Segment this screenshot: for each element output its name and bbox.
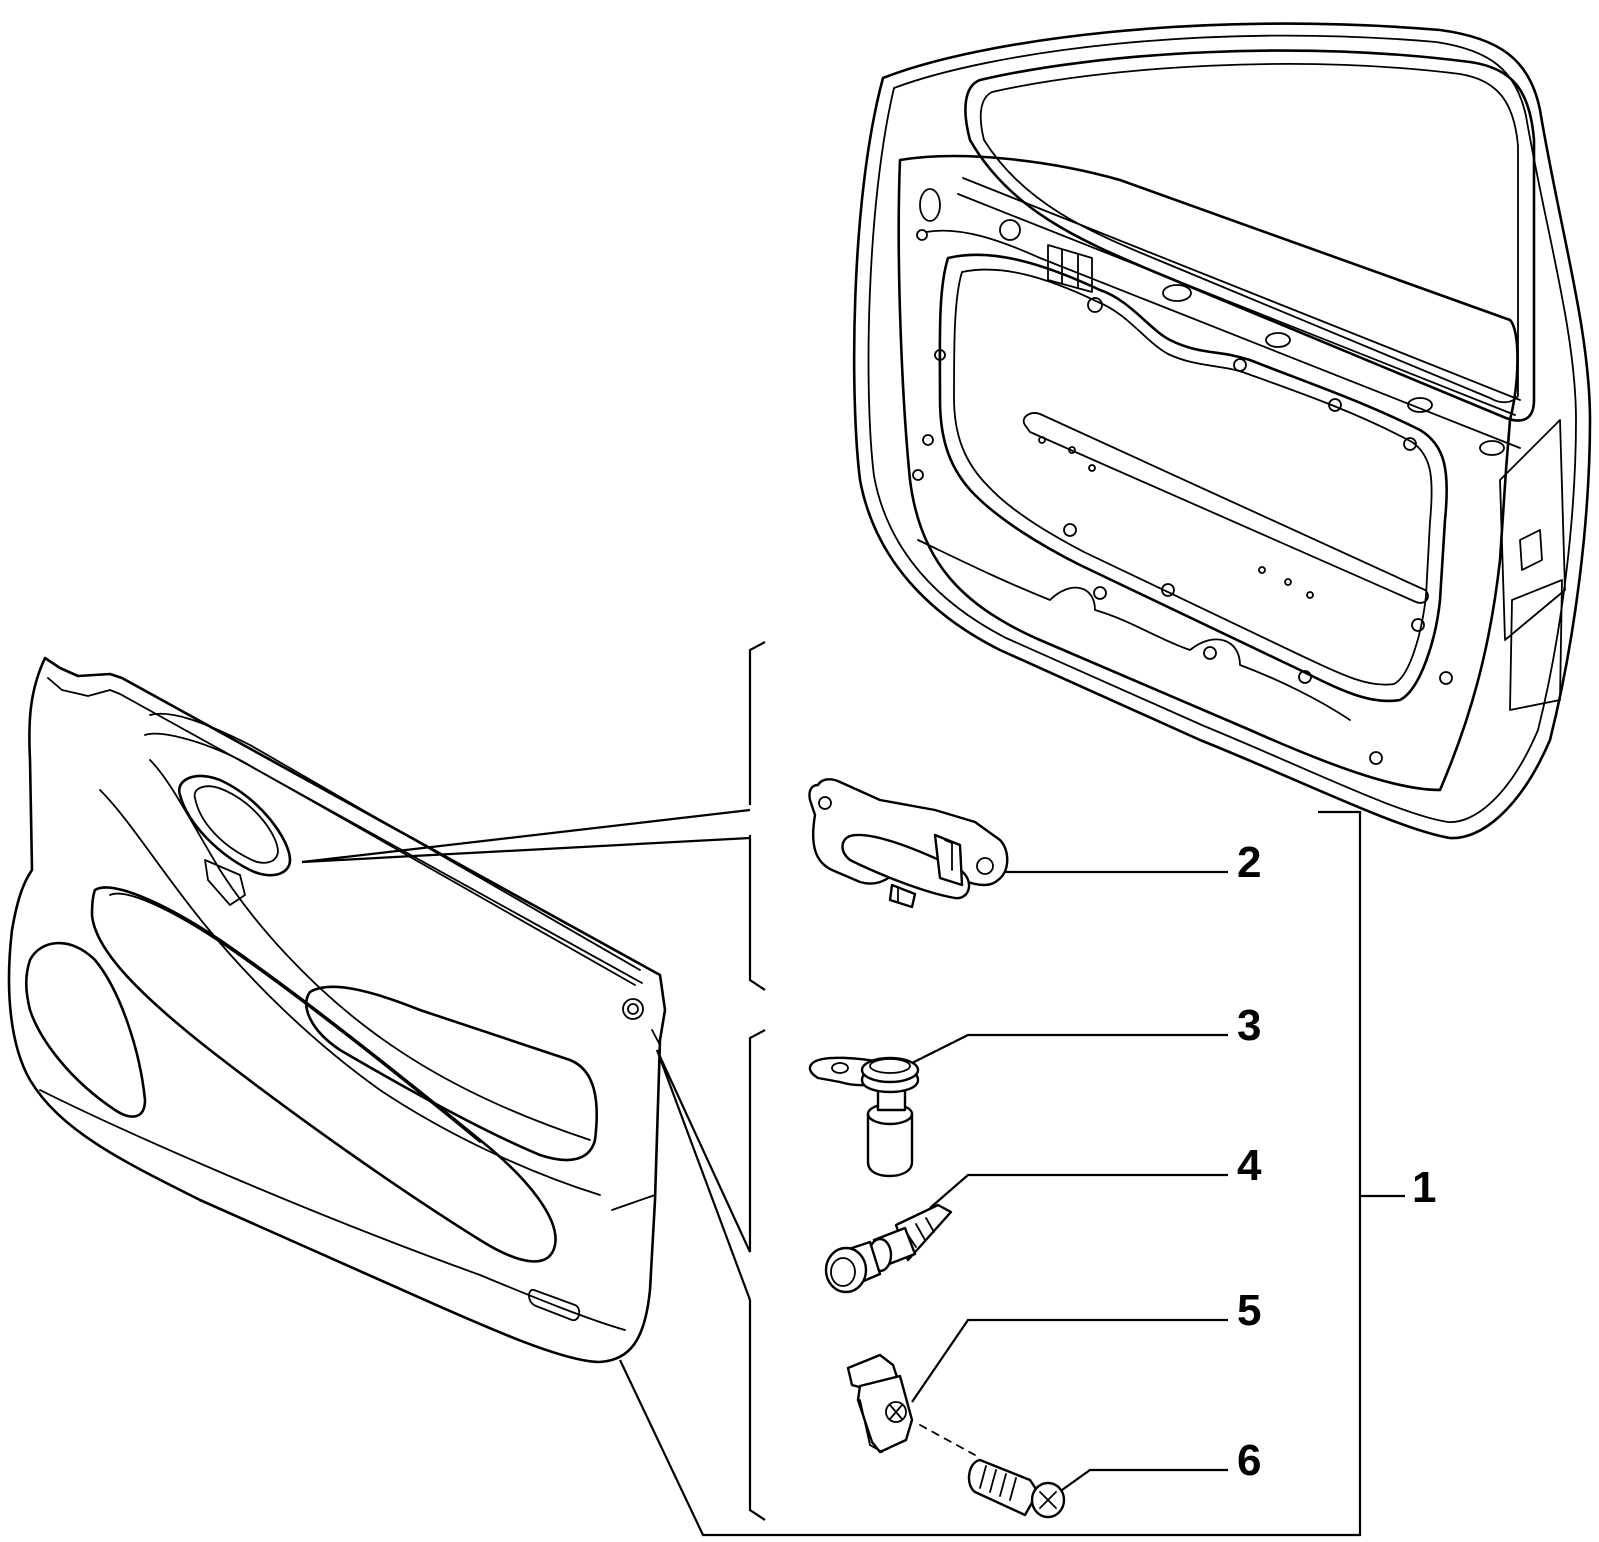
callout-5: 5: [1237, 1286, 1261, 1335]
callout-4: 4: [1237, 1141, 1262, 1190]
part-6-screw: [967, 1458, 1066, 1519]
group-brackets: [301, 641, 1405, 1537]
callout-3: 3: [1237, 1001, 1261, 1050]
callout-6: 6: [1237, 1436, 1261, 1485]
part-3-clip-stud: [808, 1056, 920, 1178]
door-trim-panel: [7, 656, 667, 1364]
leader-5: [911, 1318, 1228, 1403]
part-5-clip-nut: [846, 1353, 914, 1454]
leader-6: [1061, 1468, 1228, 1491]
part-2-pull-handle: [808, 778, 1009, 909]
assembly-axis: [919, 1424, 976, 1456]
leader-4: [929, 1173, 1228, 1209]
leader-3: [911, 1033, 1228, 1064]
part-4-push-pin: [824, 1203, 953, 1294]
callout-1: 1: [1412, 1163, 1436, 1212]
callout-2: 2: [1237, 838, 1261, 887]
door-frame: [852, 22, 1592, 840]
